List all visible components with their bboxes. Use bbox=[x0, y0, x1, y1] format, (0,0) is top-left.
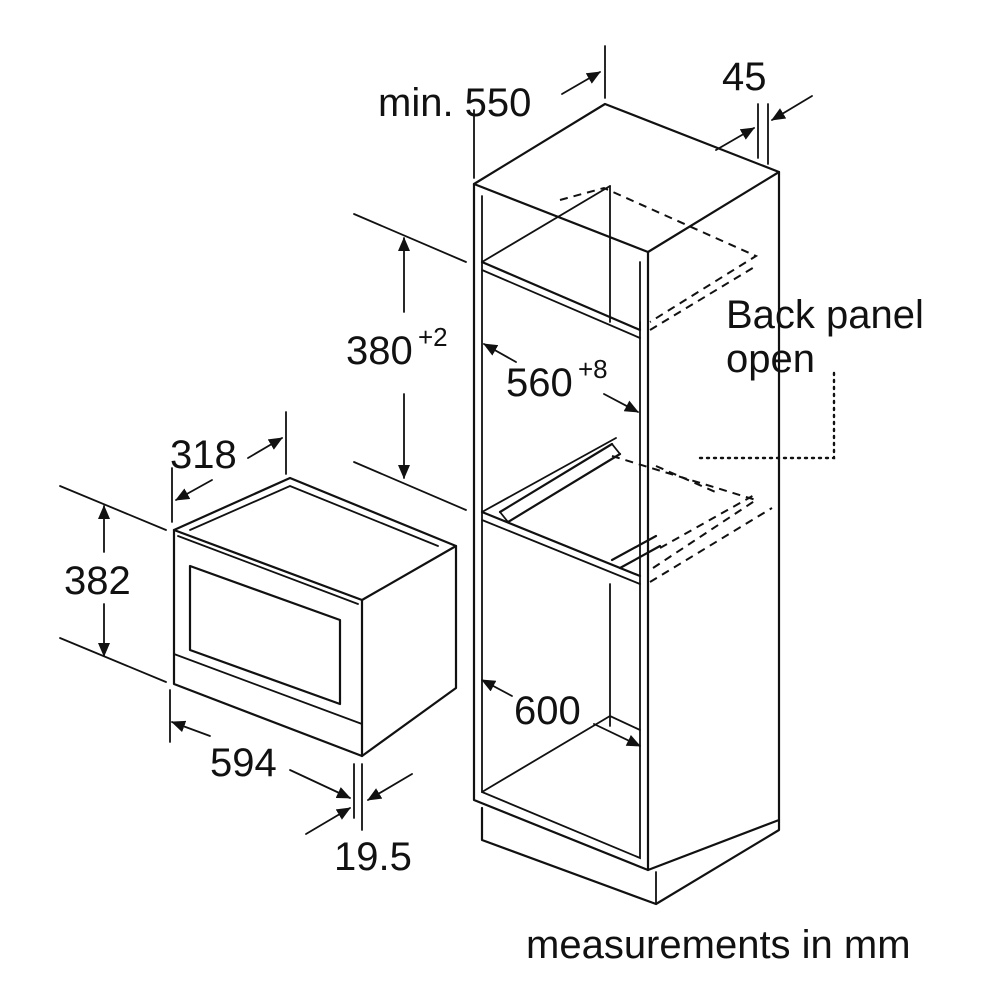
label-380: 380 bbox=[346, 329, 413, 373]
back-panel-dashed bbox=[559, 186, 773, 583]
label-318: 318 bbox=[170, 433, 237, 477]
label-560-tolerance: +8 bbox=[578, 354, 608, 384]
dim-depth-318 bbox=[171, 411, 287, 523]
label-382: 382 bbox=[64, 559, 131, 603]
label-600: 600 bbox=[514, 689, 581, 733]
dim-front-19-5 bbox=[305, 763, 413, 835]
tall-cabinet bbox=[472, 102, 781, 906]
dim-offset-45 bbox=[715, 95, 813, 165]
label-back-panel: Back panel bbox=[726, 293, 924, 337]
label-units-note: measurements in mm bbox=[526, 923, 911, 967]
label-45: 45 bbox=[722, 55, 767, 99]
dim-depth-min-550 bbox=[473, 45, 606, 179]
dim-width-600 bbox=[481, 679, 641, 747]
label-594: 594 bbox=[210, 741, 277, 785]
label-19-5: 19.5 bbox=[334, 835, 412, 879]
label-380-tolerance: +2 bbox=[418, 322, 448, 352]
dim-height-382 bbox=[59, 485, 167, 683]
dim-width-594 bbox=[169, 689, 355, 819]
dim-width-560 bbox=[483, 343, 639, 413]
dim-height-380 bbox=[353, 213, 467, 511]
label-min-550: min. 550 bbox=[378, 81, 531, 125]
label-560: 560 bbox=[506, 361, 573, 405]
back-panel-callout bbox=[698, 370, 836, 460]
label-back-panel-open: open bbox=[726, 337, 815, 381]
appliance-unit bbox=[172, 476, 458, 758]
